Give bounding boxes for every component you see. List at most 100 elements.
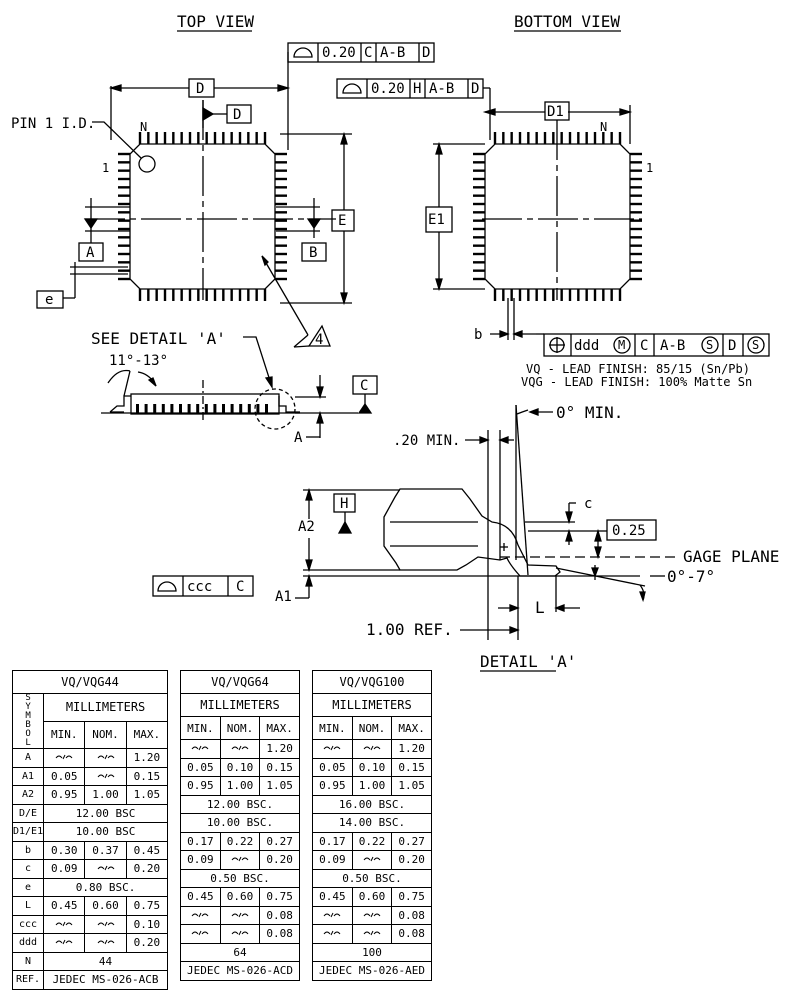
lead [610,132,613,144]
lead [265,404,268,413]
value-cell: 0.27 [259,831,300,851]
table-row: 14.00 BSC. [312,813,432,833]
lead [610,289,613,301]
dash-cell [43,914,86,934]
symbol-cell: A2 [11,785,45,805]
dim-D-label: D [196,81,204,97]
symbol-cell: c [11,859,45,879]
lead [213,289,217,301]
lead [118,211,130,214]
value-cell: 0.05 [180,757,221,777]
bottom-pin-n-label: N [600,120,607,134]
angle-07-label: 0°-7° [667,567,715,586]
datum-D-label: D [233,107,241,123]
lead [263,289,267,301]
angle-label: 11°-13° [109,353,168,369]
dim-c-label: c [584,496,592,512]
value-cell: 0.09 [312,850,353,870]
dash-cell [351,905,393,925]
symbol-cell: D/E [11,803,45,823]
value-cell: 1.00 [219,776,261,796]
table-row: 100 [312,942,432,962]
value-cell: 0.20 [125,933,169,953]
lead [247,404,251,413]
dash-cell [180,905,221,925]
value-cell: 0.60 [84,896,127,916]
lead [473,186,485,189]
pin1-id-label: PIN 1 I.D. [11,116,95,132]
table-row: 0.08 [180,924,300,944]
fcf-bot-tol: 0.20 [371,81,405,97]
lead [118,236,130,239]
lead [205,289,208,301]
lead [630,261,642,264]
lead [527,289,530,301]
fcf-top-ab: A-B [380,45,405,61]
fcf-top-d: D [422,45,430,61]
lead [602,132,605,144]
dash-cell [84,933,127,953]
lead [230,132,233,144]
symbol-cell: A1 [11,766,45,786]
table-row: 0.50 BSC. [312,868,432,888]
table-row: 1.20 [312,739,432,759]
datum-C-label: C [360,378,368,394]
value-cell: 0.08 [259,924,300,944]
lead [238,132,242,144]
lead [118,252,130,256]
max-header: MAX. [125,720,169,749]
min-header: MIN. [312,716,353,740]
lead [510,289,513,301]
min-header: MIN. [43,720,86,749]
lead [473,244,485,247]
value-cell: 0.22 [219,831,261,851]
lead [618,289,622,301]
datum-H-label: H [340,496,348,512]
value-cell: 0.80 BSC. [43,877,168,897]
lead [630,177,642,181]
top-view-package [85,100,336,301]
symbol-cell: ddd [11,933,45,953]
dash-cell [43,933,86,953]
lead [577,289,580,301]
ref-label: 1.00 REF. [366,620,453,639]
lead [630,194,642,197]
lead [188,289,192,301]
value-cell: 0.45 [43,896,86,916]
dash-cell [180,739,221,759]
nom-header: NOM. [351,716,393,740]
lead [630,269,642,272]
lead [473,211,485,214]
detail-a-title: DETAIL 'A' [480,652,576,671]
dim-b-label: b [474,327,482,343]
lead [585,132,588,144]
lead [275,194,287,197]
pin-1-label: 1 [102,161,109,175]
symbol-cell: D1/E1 [11,822,45,842]
lead [118,277,130,281]
dim-A-label: A [294,430,303,446]
symbol-cell: L [11,896,45,916]
dash-cell [351,739,393,759]
table-title: VQ/VQG44 [12,670,168,694]
value-cell: 44 [43,951,168,971]
lead [275,277,287,281]
lead [205,132,208,144]
lead [188,132,192,144]
lead-finish-vqg: VQG - LEAD FINISH: 100% Matte Sn [521,375,752,389]
lead [630,236,642,239]
lead [473,269,485,272]
lead [247,289,250,301]
datum-A-label: A [86,245,95,261]
lead [568,132,572,144]
value-cell: 0.30 [43,840,86,860]
lead [118,261,130,264]
value-cell: 0.60 [351,887,393,907]
lead [275,244,287,247]
